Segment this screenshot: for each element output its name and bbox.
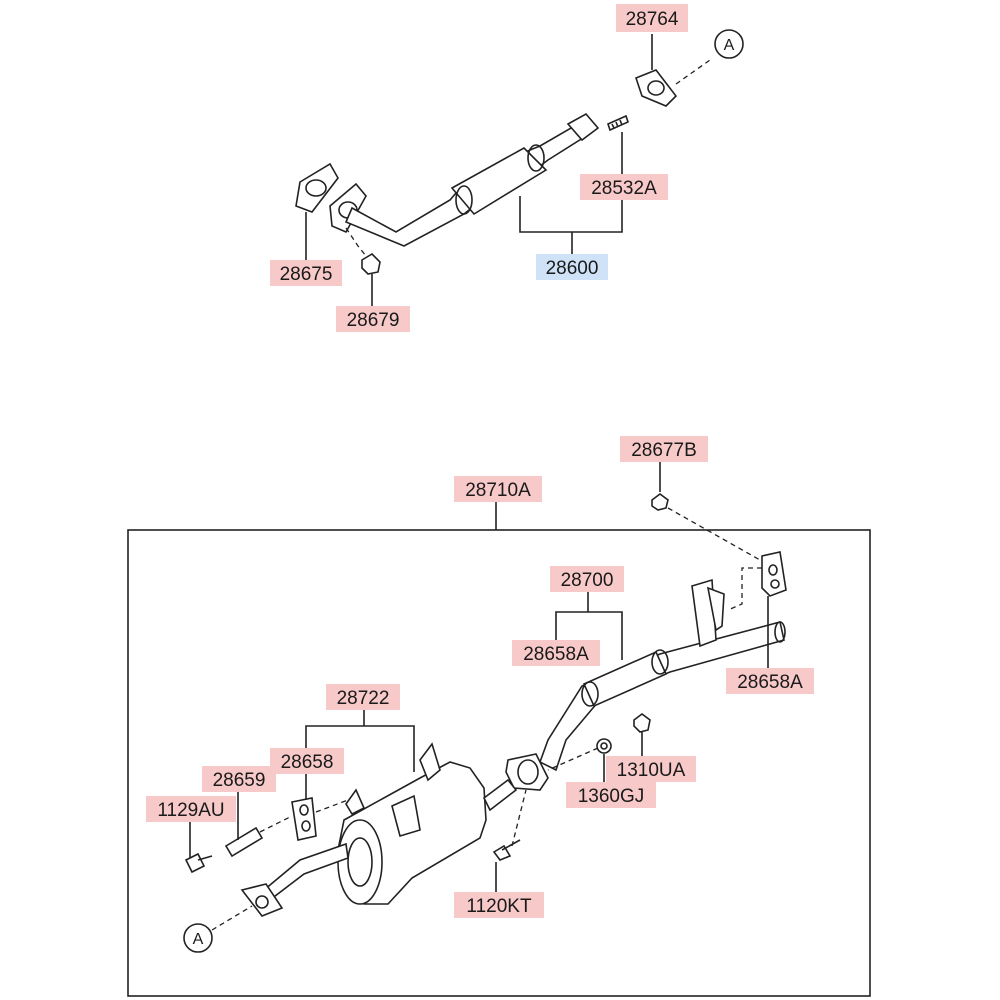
label-28722[interactable]: 28722 [326,684,400,710]
label-28659-text: 28659 [213,770,266,791]
dash-hanger-to-muffler [315,799,349,813]
label-1129AU[interactable]: 1129AU [146,796,236,822]
label-28764-text: 28764 [626,9,679,30]
label-28675-text: 28675 [280,264,333,285]
leader-28600-bracket [519,196,623,254]
label-28658A-right-text: 28658A [737,672,803,693]
nut-1310UA [633,713,651,733]
reference-a-bottom: A [183,923,213,953]
label-28700[interactable]: 28700 [550,566,624,592]
nut-28677B [651,493,669,511]
label-28710A-text: 28710A [465,480,531,501]
nut-28679 [361,252,381,275]
label-28722-text: 28722 [337,688,390,709]
label-28600[interactable]: 28600 [536,254,608,280]
label-28710A[interactable]: 28710A [454,476,542,502]
label-1310UA[interactable]: 1310UA [606,756,696,782]
reference-a-top-label: A [724,37,735,54]
label-28677B[interactable]: 28677B [620,436,708,462]
rubber-hanger-28658 [291,797,317,841]
pipe-hanger-bracket [691,578,725,648]
dash-pin-to-hanger [259,815,293,833]
label-28600-text: 28600 [546,258,599,279]
label-28532A-text: 28532A [591,178,657,199]
dash-washer-to-clamp [547,747,599,771]
label-28658A-left-text: 28658A [523,644,589,665]
dash-gasket-to-ref [675,59,711,85]
muffler-inlet-pipe [240,842,349,917]
label-1120KT-text: 1120KT [466,896,532,917]
label-28679[interactable]: 28679 [336,306,410,332]
label-28658-text: 28658 [281,752,334,773]
stud-bolt-28532A [607,114,629,132]
muffler-28722 [337,742,518,905]
label-1360GJ-text: 1360GJ [578,786,645,807]
center-pipe-28700 [539,621,786,772]
front-gasket-28675 [295,162,339,213]
gasket-28764 [635,69,678,107]
dash-hanger-to-bracket [727,567,762,611]
reference-a-bottom-label: A [193,931,204,948]
dash-ref-to-inlet [211,905,253,931]
front-pipe-28600 [344,112,600,247]
label-1360GJ[interactable]: 1360GJ [566,782,656,808]
dash-nut-to-hanger [667,507,761,561]
assembly-frame-28710A [127,529,871,997]
leader-28700-bracket [555,592,623,660]
label-28532A[interactable]: 28532A [580,174,668,200]
pin-28659 [224,826,264,858]
leader-28722-bracket [305,710,415,772]
label-1310UA-text: 1310UA [617,760,686,781]
reference-a-top: A [714,29,744,59]
label-28764[interactable]: 28764 [616,4,688,32]
label-28658A-right[interactable]: 28658A [726,668,814,694]
label-28679-text: 28679 [347,310,400,331]
label-1129AU-text: 1129AU [157,800,224,821]
pipe-joint-clamp [505,753,549,791]
dash-bolt-to-clamp [511,789,527,847]
dash-flange-to-nut [345,227,367,257]
label-28700-text: 28700 [561,570,614,591]
bolt-1129AU [184,852,213,874]
label-28659[interactable]: 28659 [202,766,276,792]
label-28677B-text: 28677B [631,440,697,461]
label-28658A-left[interactable]: 28658A [512,640,600,666]
washer-1360GJ [596,738,612,754]
bolt-1120KT [492,839,521,861]
hanger-rubber-right [761,551,787,597]
label-1120KT[interactable]: 1120KT [454,892,544,918]
label-28675[interactable]: 28675 [270,260,342,286]
label-28658[interactable]: 28658 [270,748,344,774]
